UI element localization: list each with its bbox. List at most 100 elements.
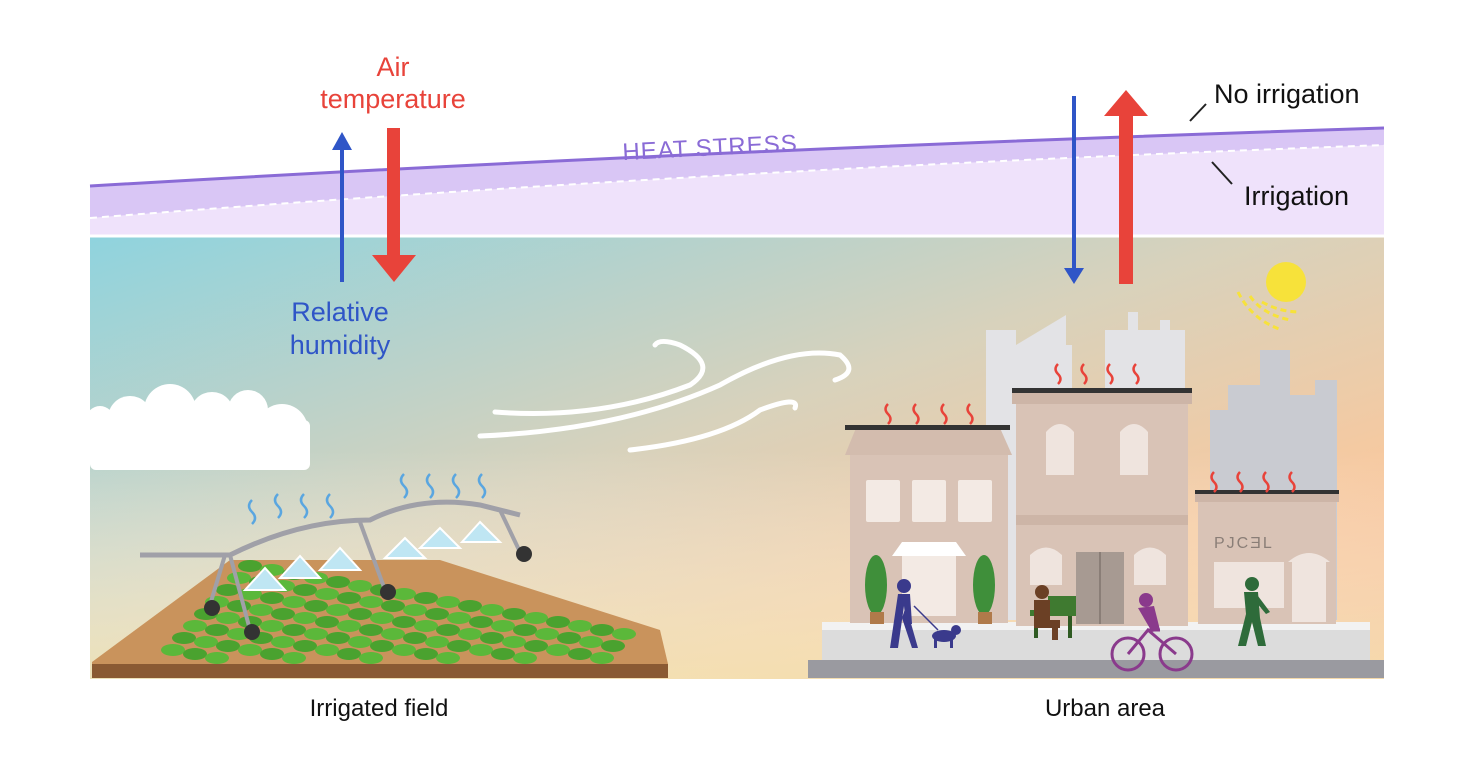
crop-plant — [315, 616, 339, 628]
crop-plant — [612, 628, 636, 640]
crop-plant — [447, 640, 471, 652]
crop-plant — [480, 632, 504, 644]
crop-plant — [458, 628, 482, 640]
crop-plant — [238, 616, 262, 628]
crop-plant — [293, 640, 317, 652]
crop-plant — [348, 580, 372, 592]
temperature-down-arrow-left — [372, 128, 416, 282]
crop-plant — [359, 624, 383, 636]
crop-plant — [326, 576, 350, 588]
humidity-up-arrow-left — [332, 132, 352, 282]
crop-plant — [436, 596, 460, 608]
air-temperature-label-line1: Air — [377, 52, 410, 82]
crop-plant — [436, 652, 460, 664]
humidity-down-arrow-right — [1064, 96, 1084, 284]
crop-plant — [315, 644, 339, 656]
crop-plant — [590, 624, 614, 636]
irrigated-field-label: Irrigated field — [310, 695, 449, 722]
crop-plant — [260, 648, 284, 660]
crop-plant — [183, 648, 207, 660]
dog-icon — [932, 625, 961, 648]
crop-plant — [348, 608, 372, 620]
crop-plant — [315, 588, 339, 600]
crop-plant — [216, 612, 240, 624]
evaporation-icon — [247, 473, 487, 525]
crop-plant — [546, 616, 570, 628]
crop-rows — [161, 560, 636, 664]
crop-plant — [524, 640, 548, 652]
crop-plant — [337, 620, 361, 632]
crop-plant — [590, 652, 614, 664]
crop-plant — [392, 644, 416, 656]
crop-plant — [469, 616, 493, 628]
no-irrigation-leader — [1189, 103, 1207, 122]
crop-plant — [491, 648, 515, 660]
crop-plant — [348, 636, 372, 648]
crop-plant — [326, 604, 350, 616]
crop-plant — [524, 612, 548, 624]
crop-plant — [513, 624, 537, 636]
air-temperature-label-line2: temperature — [320, 84, 466, 114]
crop-plant — [535, 628, 559, 640]
irrigation-label: Irrigation — [1244, 181, 1349, 211]
crop-plant — [557, 632, 581, 644]
no-irrigation-label: No irrigation — [1214, 79, 1360, 109]
heat-wave-icon — [884, 363, 1296, 493]
crop-plant — [381, 628, 405, 640]
heat-stress-band — [89, 126, 1385, 238]
crop-plant — [304, 628, 328, 640]
crop-plant — [172, 632, 196, 644]
crop-plant — [337, 592, 361, 604]
crop-plant — [271, 636, 295, 648]
crop-plant — [403, 632, 427, 644]
runner-icon — [1238, 577, 1270, 646]
crop-plant — [227, 600, 251, 612]
cyclist-icon — [1110, 593, 1194, 672]
crop-plant — [260, 592, 284, 604]
crop-plant — [238, 560, 262, 572]
crop-plant — [480, 604, 504, 616]
crop-plant — [337, 648, 361, 660]
crop-plant — [447, 612, 471, 624]
crop-plant — [502, 636, 526, 648]
crop-plant — [436, 624, 460, 636]
crop-plant — [183, 620, 207, 632]
relative-humidity-label-line1: Relative — [291, 297, 389, 327]
irrigated-field — [92, 473, 668, 678]
crop-plant — [601, 640, 625, 652]
irrigation-line — [89, 144, 1385, 219]
crop-plant — [216, 640, 240, 652]
crop-plant — [282, 652, 306, 664]
crop-plant — [238, 644, 262, 656]
crop-plant — [425, 636, 449, 648]
crop-plant — [414, 648, 438, 660]
sprinkler-icon — [140, 499, 532, 640]
crop-plant — [546, 644, 570, 656]
crop-plant — [469, 644, 493, 656]
urban-area: PJCƎL — [808, 312, 1384, 678]
crop-plant — [568, 648, 592, 660]
crop-plant — [370, 640, 394, 652]
crop-plant — [282, 596, 306, 608]
crop-plant — [513, 652, 537, 664]
no-irrigation-line — [89, 126, 1385, 188]
crop-plant — [392, 588, 416, 600]
crop-plant — [304, 600, 328, 612]
crop-plant — [326, 632, 350, 644]
crop-plant — [425, 608, 449, 620]
shop-sign: PJCƎL — [1214, 535, 1274, 552]
crop-plant — [216, 584, 240, 596]
crop-plant — [205, 652, 229, 664]
crop-plant — [282, 624, 306, 636]
crop-plant — [370, 612, 394, 624]
crop-plant — [414, 592, 438, 604]
crop-plant — [458, 600, 482, 612]
crop-plant — [359, 652, 383, 664]
crop-plant — [293, 584, 317, 596]
crop-plant — [260, 620, 284, 632]
crop-plant — [414, 620, 438, 632]
crop-plant — [293, 612, 317, 624]
crop-plant — [205, 624, 229, 636]
seated-person-icon — [1034, 585, 1060, 640]
crop-plant — [227, 572, 251, 584]
